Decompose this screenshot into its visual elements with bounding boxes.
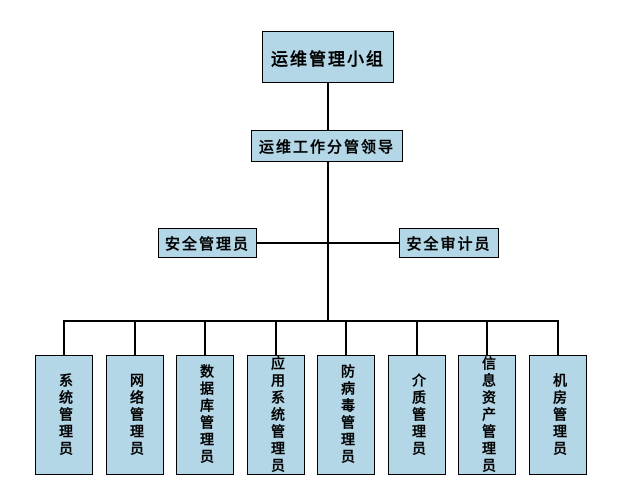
connector-stub-app-system-admin	[275, 321, 277, 355]
connector-bottom-bus	[63, 320, 559, 322]
connector-stub-antivirus-admin	[345, 321, 347, 355]
connector-stub-media-admin	[416, 321, 418, 355]
org-node-label: 机房管理员	[551, 372, 566, 458]
org-node-network-admin: 网络管理员	[106, 355, 164, 475]
org-node-security-admin: 安全管理员	[158, 228, 257, 258]
org-node-label: 应用系统管理员	[269, 355, 284, 475]
org-node-system-admin: 系统管理员	[35, 355, 93, 475]
connector-stub-network-admin	[134, 321, 136, 355]
org-node-media-admin: 介质管理员	[388, 355, 446, 475]
org-node-label: 防病毒管理员	[339, 364, 354, 466]
org-node-app-system-admin: 应用系统管理员	[247, 355, 305, 475]
connector-root-to-leader	[327, 83, 329, 130]
org-node-label: 网络管理员	[128, 372, 143, 458]
connector-security-horizontal	[256, 242, 399, 244]
org-node-label: 信息资产管理员	[480, 355, 495, 475]
org-node-ops-management-team: 运维管理小组	[262, 31, 394, 83]
connector-stub-info-asset-admin	[486, 321, 488, 355]
connector-stub-database-admin	[204, 321, 206, 355]
org-node-label: 数据库管理员	[198, 364, 213, 466]
org-node-server-room-admin: 机房管理员	[529, 355, 587, 475]
org-node-label: 安全管理员	[164, 236, 250, 253]
org-node-label: 运维管理小组	[271, 49, 385, 69]
org-node-info-asset-admin: 信息资产管理员	[458, 355, 516, 475]
org-node-antivirus-admin: 防病毒管理员	[317, 355, 375, 475]
org-node-label: 系统管理员	[57, 372, 72, 458]
connector-stub-system-admin	[63, 321, 65, 355]
org-node-database-admin: 数据库管理员	[176, 355, 234, 475]
org-node-ops-work-leader: 运维工作分管领导	[251, 130, 403, 162]
org-node-label: 介质管理员	[410, 372, 425, 458]
connector-stub-server-room-admin	[557, 321, 559, 355]
org-node-label: 运维工作分管领导	[258, 139, 395, 156]
org-node-label: 安全审计员	[406, 236, 492, 253]
connector-leader-to-bus	[327, 162, 329, 321]
org-node-security-auditor: 安全审计员	[399, 228, 499, 258]
